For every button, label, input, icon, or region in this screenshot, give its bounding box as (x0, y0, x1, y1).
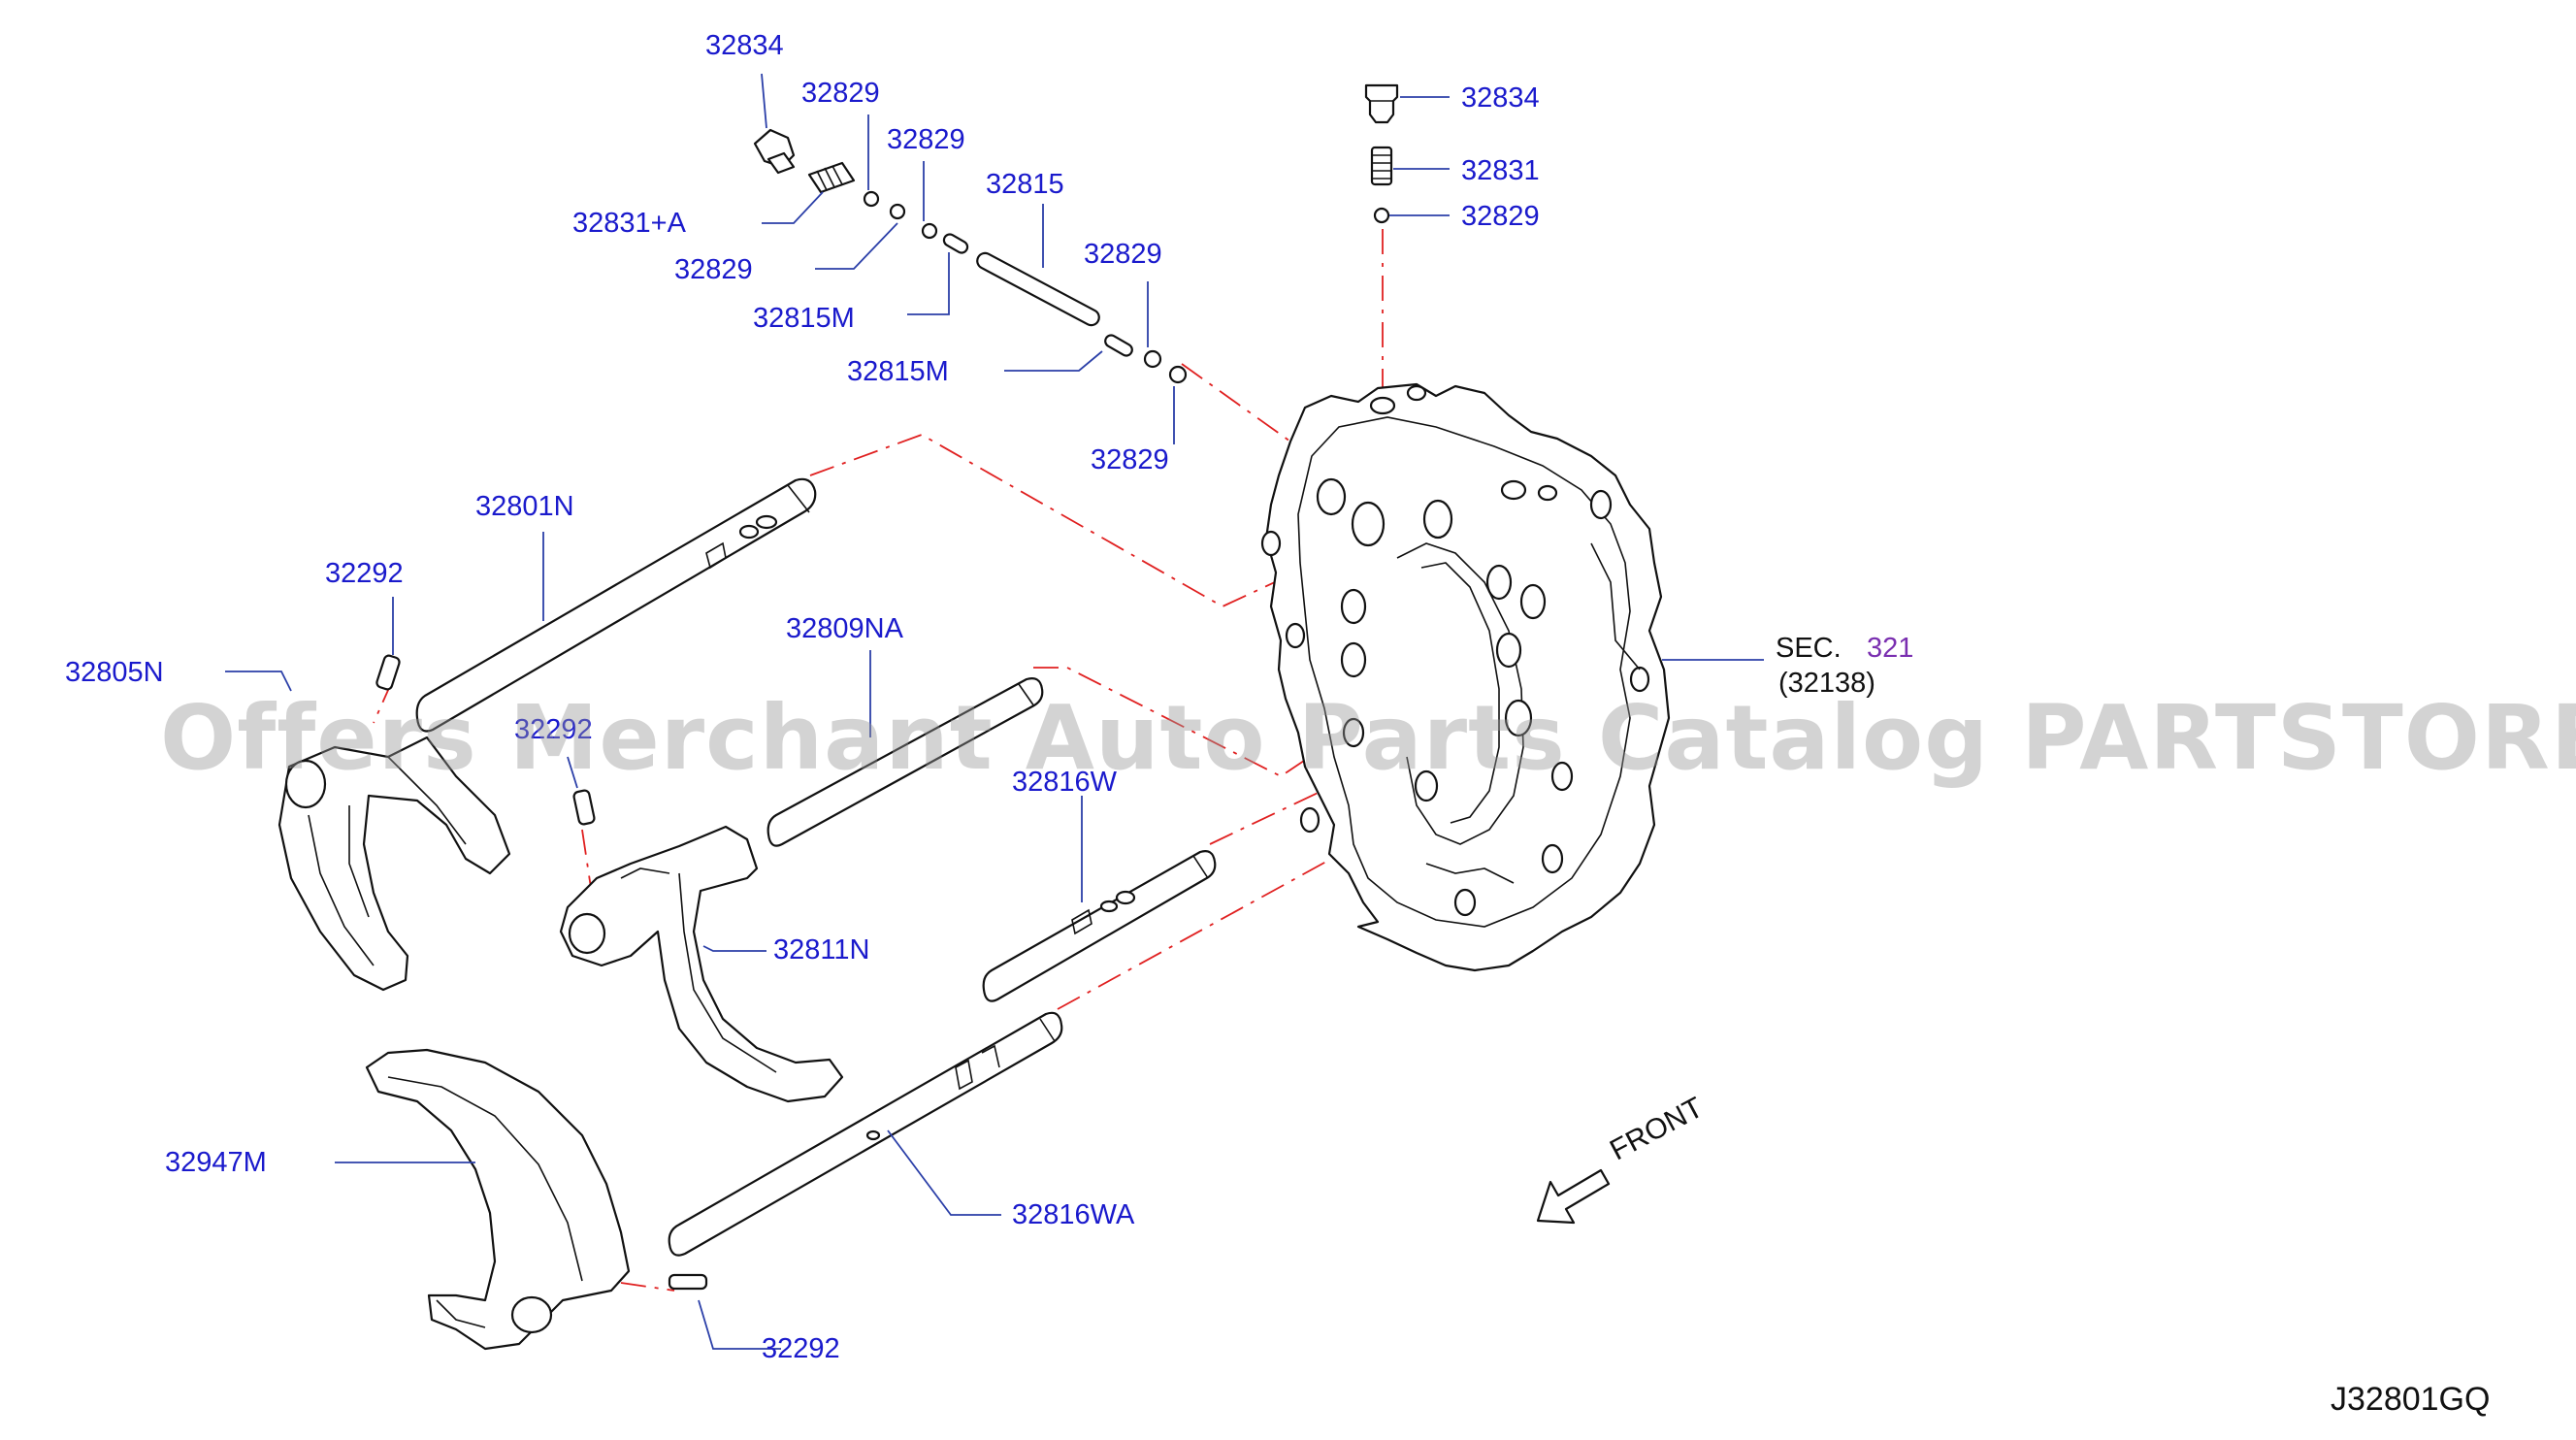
callout-32805N[interactable]: 32805N (65, 657, 164, 688)
callout-32292-c[interactable]: 32292 (762, 1333, 840, 1364)
shift-fork-32947M (365, 1048, 708, 1351)
callout-32829-e[interactable]: 32829 (1091, 444, 1169, 475)
leader-lines (225, 73, 1764, 1350)
section-ref-link[interactable]: 321 (1867, 633, 1914, 664)
detent-plug-set-left (753, 128, 1188, 384)
callout-32815M-b[interactable]: 32815M (847, 356, 949, 387)
callout-32811N[interactable]: 32811N (773, 934, 870, 965)
callout-32829-b[interactable]: 32829 (887, 124, 965, 155)
shift-rods (415, 477, 1217, 1257)
transmission-case (1260, 382, 1671, 972)
callout-32292-b[interactable]: 32292 (514, 714, 593, 745)
callout-32834-top-right[interactable]: 32834 (1461, 82, 1540, 114)
shift-fork-32805N (277, 654, 511, 992)
callout-32829-a[interactable]: 32829 (801, 78, 880, 109)
callout-32829-f[interactable]: 32829 (1461, 201, 1540, 232)
shift-fork-32811N (559, 789, 844, 1103)
callout-32829-d[interactable]: 32829 (1084, 239, 1162, 270)
callout-32801N[interactable]: 32801N (475, 491, 574, 522)
section-ref-prefix: SEC. (1776, 633, 1842, 664)
section-ref-sub: (32138) (1778, 668, 1875, 699)
callout-32809NA[interactable]: 32809NA (786, 613, 903, 644)
callout-32816W[interactable]: 32816W (1012, 767, 1118, 798)
callout-32815[interactable]: 32815 (986, 169, 1064, 200)
callout-32947M[interactable]: 32947M (165, 1147, 267, 1178)
callout-32829-c[interactable]: 32829 (674, 254, 753, 285)
callout-32816WA[interactable]: 32816WA (1012, 1199, 1135, 1230)
callout-32831[interactable]: 32831 (1461, 155, 1540, 186)
diagram-code: J32801GQ (2331, 1381, 2491, 1418)
callout-32292-a[interactable]: 32292 (325, 558, 404, 589)
front-arrow-icon (1536, 1168, 1611, 1225)
callout-32815M-a[interactable]: 32815M (753, 303, 855, 334)
watermark: Offers Merchant Auto Parts Catalog PARTS… (160, 686, 2576, 790)
detent-plug-set-right (1364, 83, 1399, 224)
callout-32834-top-left[interactable]: 32834 (705, 30, 784, 61)
callout-32831-a[interactable]: 32831+A (572, 208, 686, 239)
